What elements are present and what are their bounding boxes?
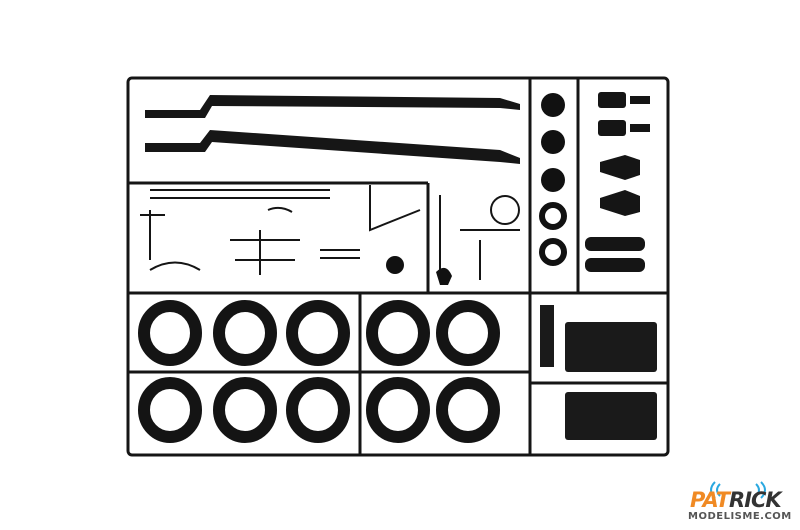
small-parts xyxy=(140,185,520,280)
tire xyxy=(138,377,202,443)
tires xyxy=(138,300,500,443)
tire xyxy=(138,300,202,366)
watermark-logo: PATRICK MODELISME.COM xyxy=(682,480,794,524)
sprue-frame xyxy=(126,76,670,457)
tire xyxy=(286,300,350,366)
tire xyxy=(366,377,430,443)
chassis-rails xyxy=(145,95,520,164)
lamp-parts xyxy=(585,92,650,272)
signal-waves-icon xyxy=(710,481,766,499)
logo-brand: PATRICK xyxy=(690,488,782,512)
tire xyxy=(213,377,277,443)
tire xyxy=(436,377,500,443)
logo-domain: MODELISME.COM xyxy=(688,511,792,522)
steering-wheel-part xyxy=(386,256,404,274)
tire xyxy=(436,300,500,366)
tire xyxy=(213,300,277,366)
engine-block-parts xyxy=(540,305,657,440)
small-part xyxy=(436,267,452,285)
wheel-discs xyxy=(539,93,567,266)
tire xyxy=(366,300,430,366)
tire xyxy=(286,377,350,443)
